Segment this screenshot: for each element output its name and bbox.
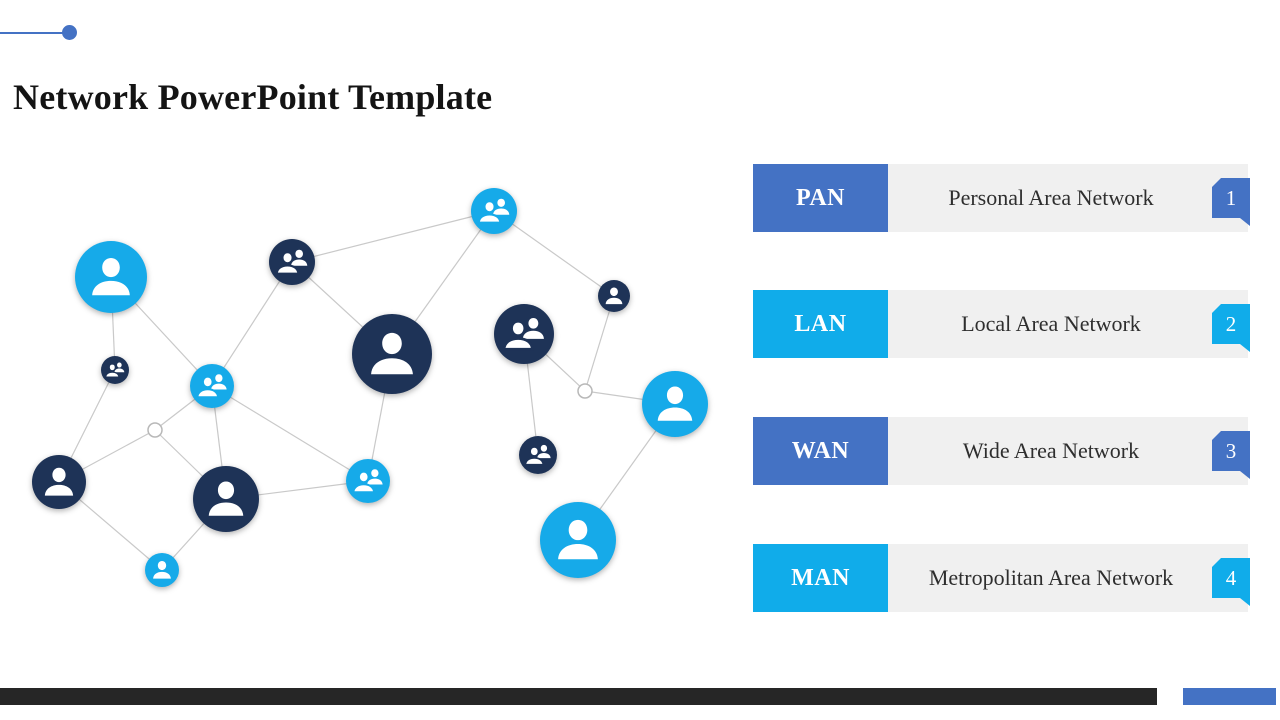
abbr-label-man: MAN xyxy=(753,544,888,612)
network-edge xyxy=(584,295,615,392)
number-badge: 1 xyxy=(1212,178,1250,226)
network-name-bar: Wide Area Network 3 xyxy=(888,417,1250,485)
person-icon xyxy=(208,481,244,516)
network-node-person xyxy=(540,502,616,578)
network-node-person xyxy=(598,280,630,312)
person-icon xyxy=(371,332,413,375)
network-node-people xyxy=(494,304,554,364)
network-node-person xyxy=(145,553,179,587)
number-badge: 4 xyxy=(1212,558,1250,606)
network-node-person xyxy=(32,455,86,509)
network-node-people xyxy=(190,364,234,408)
people-icon xyxy=(196,374,227,399)
junction-node xyxy=(577,383,593,399)
network-type-row-wan: WAN Wide Area Network 3 xyxy=(753,417,1250,485)
network-name: Metropolitan Area Network xyxy=(928,565,1174,590)
title-accent-dot xyxy=(62,25,77,40)
badge-number: 1 xyxy=(1225,185,1237,210)
network-name-bar: Local Area Network 2 xyxy=(888,290,1250,358)
person-icon xyxy=(44,467,74,496)
number-badge: 3 xyxy=(1212,431,1250,479)
network-name: Local Area Network xyxy=(961,311,1141,336)
network-type-row-man: MAN Metropolitan Area Network 4 xyxy=(753,544,1250,612)
people-icon xyxy=(502,317,544,351)
abbr-text: MAN xyxy=(791,564,850,591)
person-icon xyxy=(558,519,598,560)
people-icon xyxy=(352,469,383,494)
abbr-text: WAN xyxy=(791,437,850,464)
junction-node xyxy=(147,422,163,438)
network-name: Personal Area Network xyxy=(948,185,1154,210)
person-icon xyxy=(657,386,693,421)
network-node-people xyxy=(101,356,129,384)
badge-number: 2 xyxy=(1225,311,1237,336)
person-icon xyxy=(605,287,623,305)
network-edge xyxy=(493,210,615,297)
abbr-label-wan: WAN xyxy=(753,417,888,485)
network-name: Wide Area Network xyxy=(962,438,1140,463)
person-icon xyxy=(153,561,171,579)
network-node-person xyxy=(193,466,259,532)
network-edge xyxy=(291,210,495,263)
footer-bar xyxy=(0,688,1157,705)
abbr-text: LAN xyxy=(794,310,847,337)
network-node-people xyxy=(519,436,557,474)
footer-accent-block xyxy=(1183,688,1276,705)
network-edge xyxy=(211,385,369,482)
network-type-row-lan: LAN Local Area Network 2 xyxy=(753,290,1250,358)
people-icon xyxy=(477,198,510,224)
network-node-person xyxy=(352,314,432,394)
network-node-person xyxy=(642,371,708,437)
abbr-text: PAN xyxy=(795,184,846,211)
network-edge xyxy=(211,261,293,387)
people-icon xyxy=(524,444,551,466)
abbr-label-lan: LAN xyxy=(753,290,888,358)
network-type-row-pan: PAN Personal Area Network 1 xyxy=(753,164,1250,232)
network-name-bar: Personal Area Network 1 xyxy=(888,164,1250,232)
network-node-person xyxy=(75,241,147,313)
title-accent-line xyxy=(0,32,63,34)
network-name-bar: Metropolitan Area Network 4 xyxy=(888,544,1250,612)
network-node-people xyxy=(346,459,390,503)
badge-number: 3 xyxy=(1225,438,1237,463)
number-badge: 2 xyxy=(1212,304,1250,352)
person-icon xyxy=(92,257,130,296)
network-node-people xyxy=(269,239,315,285)
page-title: Network PowerPoint Template xyxy=(13,77,493,118)
people-icon xyxy=(275,249,308,275)
network-node-people xyxy=(471,188,517,234)
people-icon xyxy=(104,362,125,378)
abbr-label-pan: PAN xyxy=(753,164,888,232)
badge-number: 4 xyxy=(1225,565,1237,590)
